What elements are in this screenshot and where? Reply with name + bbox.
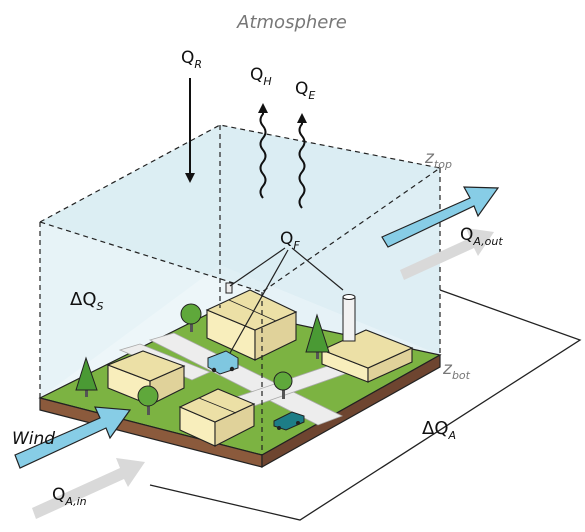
arrow-shadow-out xyxy=(400,228,494,280)
smokestack xyxy=(342,294,356,342)
building-center xyxy=(205,289,298,361)
delta-q-a-label: ΔQA xyxy=(422,418,456,442)
delta-qa-bracket xyxy=(149,289,582,521)
q-h-label: QH xyxy=(250,65,272,88)
delta-q-s-label: ΔQS xyxy=(70,289,103,313)
tree-icon xyxy=(273,371,293,399)
wind-arrow xyxy=(14,406,132,469)
box-top-face xyxy=(40,125,440,292)
tree-icon xyxy=(305,313,330,359)
tree-icon xyxy=(75,356,98,397)
chimney-icon xyxy=(225,282,233,294)
building-right xyxy=(320,329,414,383)
building-front xyxy=(178,388,256,447)
q-f-lines xyxy=(229,247,344,354)
tree-icon xyxy=(137,385,159,415)
tree-icon xyxy=(180,303,202,332)
car-icon xyxy=(273,411,305,431)
atmosphere-label: Atmosphere xyxy=(236,12,347,33)
q-e-label: QE xyxy=(295,79,315,102)
soil-right xyxy=(261,353,441,469)
q-a-out-label: QA,out xyxy=(460,225,503,248)
z-bot-label: zbot xyxy=(442,359,471,382)
q-a-in-label: QA,in xyxy=(52,485,87,508)
q-f-label: QF xyxy=(280,229,300,252)
z-top-label: ztop xyxy=(424,148,452,171)
q-a-out-arrow xyxy=(381,186,500,248)
wind-label: Wind xyxy=(12,429,55,449)
van-icon xyxy=(207,350,239,375)
arrow-shadow-in xyxy=(32,458,145,519)
q-r-label: QR xyxy=(181,48,202,71)
wavy-arrow-icon xyxy=(258,103,268,199)
wavy-arrow-icon xyxy=(297,113,307,209)
